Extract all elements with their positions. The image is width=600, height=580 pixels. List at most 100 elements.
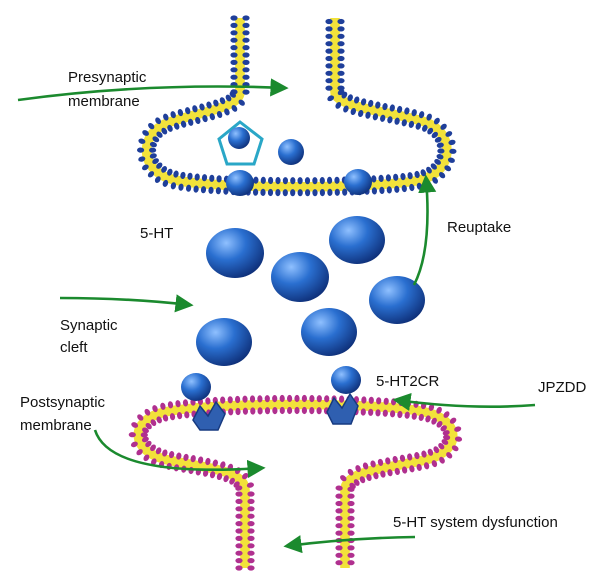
lipid-head-bead [238, 99, 245, 106]
lipid-head-bead [355, 465, 361, 473]
lipid-head-bead [151, 458, 157, 466]
lipid-head-bead [187, 172, 193, 180]
lipid-head-bead [438, 172, 446, 179]
lipid-head-bead [235, 528, 243, 534]
lipid-head-bead [144, 408, 151, 416]
lipid-head-bead [449, 148, 457, 154]
lipid-head-bead [235, 407, 241, 416]
lipid-head-bead [143, 454, 150, 462]
lipid-head-bead [301, 406, 308, 415]
lipid-head-bead [213, 99, 219, 107]
lipid-head-bead [392, 456, 398, 464]
lipid-head-bead [272, 407, 278, 415]
lipid-head-bead [264, 395, 270, 403]
lipid-head-bead [252, 188, 259, 196]
lipid-head-bead [230, 22, 238, 28]
arrows [17, 78, 536, 554]
lipid-head-bead [421, 450, 427, 458]
lipid-head-bead [370, 460, 376, 468]
lipid-head-bead [176, 412, 183, 420]
lipid-head-bead [188, 118, 194, 126]
lipid-head-bead [202, 115, 208, 123]
lipid-head-bead [128, 432, 136, 438]
presynaptic-label-2: membrane [68, 93, 140, 110]
reuptake-arrow [412, 174, 437, 286]
lipid-head-bead [160, 402, 166, 410]
lipid-head-bead [247, 535, 255, 542]
lipid-head-bead [382, 103, 388, 111]
lipid-head-bead [156, 131, 163, 138]
lipid-head-bead [389, 410, 396, 418]
lipid-head-bead [449, 417, 457, 424]
lipid-head-bead [407, 453, 413, 461]
lipid-tail-band [133, 399, 458, 568]
lipid-head-bead [379, 186, 385, 194]
lipid-head-bead [444, 165, 452, 172]
lipid-head-bead [250, 407, 256, 415]
lipid-head-bead [380, 470, 386, 478]
lipid-head-bead [335, 552, 343, 558]
lipid-head-bead [145, 440, 152, 448]
lipid-head-bead [297, 177, 303, 185]
lipid-head-bead [436, 142, 444, 148]
lipid-head-bead [359, 476, 366, 484]
lipid-head-bead [445, 131, 453, 137]
serotonin-molecule [301, 308, 357, 356]
lipid-head-bead [454, 426, 462, 432]
lipid-head-bead [235, 491, 243, 497]
lipid-head-bead [385, 457, 391, 465]
lipid-head-bead [162, 414, 169, 422]
lipid-head-bead [279, 394, 285, 403]
lipid-head-bead [155, 117, 162, 125]
lipid-head-bead [249, 395, 256, 403]
lipid-head-bead [399, 454, 406, 462]
synaptic-cleft-label-2: cleft [60, 339, 88, 356]
lipid-head-bead [442, 430, 450, 436]
lipid-head-bead [230, 30, 238, 36]
lipid-head-bead [202, 469, 209, 477]
lipid-head-bead [433, 117, 440, 125]
lipid-head-bead [440, 123, 447, 130]
lipid-head-bead [428, 403, 435, 411]
lipid-head-bead [230, 52, 238, 58]
lipid-head-bead [361, 396, 367, 404]
lipid-head-bead [404, 107, 410, 115]
vesicle [226, 170, 254, 196]
lipid-head-bead [325, 48, 333, 54]
lipid-head-bead [242, 407, 249, 415]
lipid-head-bead [138, 138, 146, 144]
lipid-head-bead [441, 439, 449, 445]
lipid-head-bead [423, 462, 430, 470]
lipid-head-bead [337, 55, 345, 62]
lipid-head-bead [154, 176, 161, 183]
lipid-head-bead [212, 459, 218, 467]
lipid-head-bead [427, 127, 434, 135]
lipid-head-bead [167, 401, 174, 409]
lipid-head-bead [389, 104, 395, 112]
lipid-head-bead [401, 119, 407, 127]
lipid-head-bead [433, 446, 440, 454]
lipid-head-bead [337, 41, 345, 47]
lipid-head-bead [335, 523, 343, 529]
lipid-head-bead [201, 174, 208, 182]
lipid-head-bead [371, 175, 377, 183]
lipid-head-bead [325, 18, 333, 25]
lipid-head-bead [167, 168, 173, 176]
lipid-head-bead [142, 130, 149, 136]
lipid-head-bead [347, 545, 355, 551]
lipid-head-bead [454, 436, 463, 442]
lipid-head-bead [224, 108, 230, 116]
lipid-head-bead [414, 452, 420, 460]
lipid-head-bead [337, 85, 345, 91]
lipid-head-bead [231, 105, 238, 112]
lipid-tail-band [141, 18, 452, 192]
lipid-head-bead [325, 78, 333, 84]
lipid-head-bead [180, 171, 186, 179]
lipid-head-bead [301, 394, 308, 403]
lipid-head-bead [169, 413, 176, 421]
vesicle [344, 169, 372, 195]
lipid-head-bead [242, 37, 250, 43]
lipid-head-bead [338, 395, 345, 403]
lipid-head-bead [260, 176, 266, 184]
lipid-head-bead [316, 395, 322, 403]
